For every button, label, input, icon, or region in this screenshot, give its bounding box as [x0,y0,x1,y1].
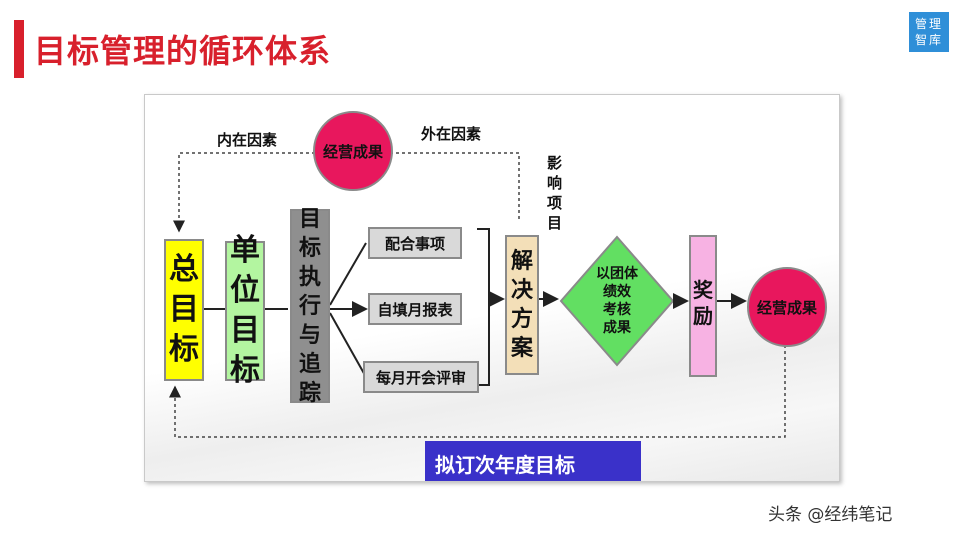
brand-logo: 管理 智库 [909,12,949,52]
solution-label: 解决方案 [511,249,534,361]
solution-box: 解决方案 [505,235,539,375]
exec-track-label: 目标执行与追踪 [299,206,322,406]
external-factors-label: 外在因素 [421,125,482,143]
diamond-line-3: 考核 [603,302,631,318]
top-result-circle: 经营成果 [313,111,393,191]
reward-box: 奖励 [689,235,717,377]
branch-top [329,242,367,306]
result-circle: 经营成果 [747,267,827,347]
title-accent-bar [14,20,24,78]
step-coordinate-box: 配合事项 [368,227,462,259]
overall-goal-label: 总目标 [169,252,199,367]
diamond-line-2: 绩效 [603,284,631,300]
reward-label: 奖励 [693,278,713,328]
page-title: 目标管理的循环体系 [34,32,332,70]
logo-line-1: 管理 [914,17,943,31]
logo-line-2: 智库 [914,33,943,47]
internal-factors-label: 内在因素 [217,131,278,149]
connector-lines [169,152,786,438]
unit-goal-label: 单位目标 [230,233,260,388]
management-cycle-diagram: 内在因素 外在因素 经营成果 影响项目 总目标 单位目标 目标执行与追踪 配合事… [144,94,840,482]
source-watermark: 头条 @经纬笔记 [768,505,893,525]
bottom-feedback-arrow [169,339,786,438]
step-monthly-review-box: 每月开会评审 [363,361,479,393]
exec-track-box: 目标执行与追踪 [290,207,330,406]
step-monthly-report-box: 自填月报表 [368,293,462,325]
diamond-shape [559,235,675,367]
influence-items-label: 影响项目 [547,154,563,232]
branch-bottom [329,312,367,378]
unit-goal-box: 单位目标 [225,233,265,388]
diamond-text: 以团体 绩效 考核 成果 [581,265,653,337]
diamond-line-4: 成果 [603,320,631,336]
diamond-line-1: 以团体 [596,266,638,282]
next-year-goal-banner: 拟订次年度目标 [425,441,641,481]
overall-goal-box: 总目标 [164,239,204,381]
bracket [477,228,490,386]
